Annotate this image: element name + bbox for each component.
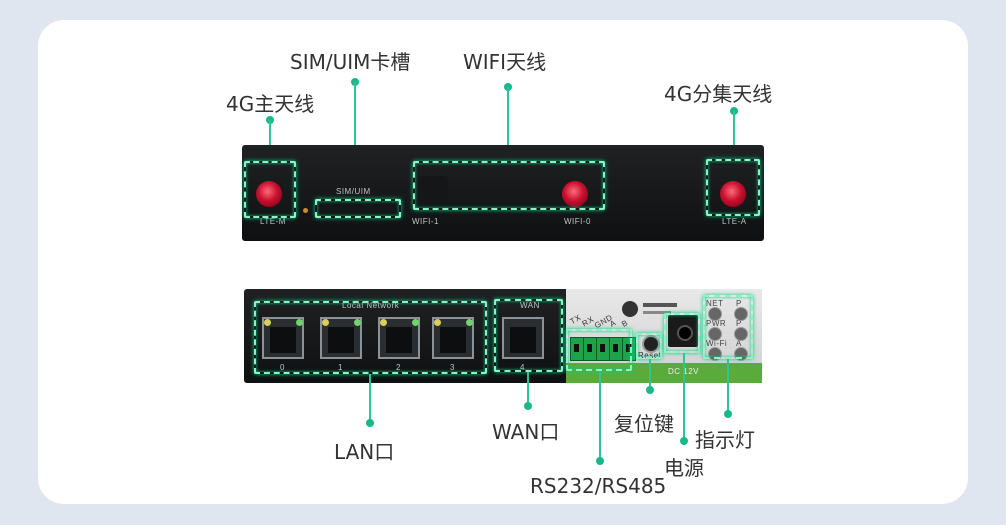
brand-logo-icon	[622, 301, 638, 317]
led-label-net: NET	[706, 299, 724, 308]
highlight-reset	[636, 333, 662, 359]
wan-text: WAN	[520, 301, 540, 310]
lan-number-0: 0	[280, 363, 285, 372]
highlight-indicator	[703, 295, 753, 359]
leader-line	[269, 120, 271, 162]
leader-line	[727, 359, 729, 415]
indicator-led	[734, 307, 748, 321]
leader-dot	[366, 419, 374, 427]
reset-button[interactable]	[642, 335, 660, 353]
port-led	[354, 319, 361, 326]
led-label-p1: P	[736, 299, 742, 308]
port-led	[264, 319, 271, 326]
label-wifi-antenna: WIFI天线	[463, 50, 547, 74]
leader-dot	[724, 410, 732, 418]
lan-number-1: 1	[338, 363, 343, 372]
port-led	[322, 319, 329, 326]
leader-line	[649, 359, 651, 391]
rear-panel-green-band	[566, 363, 762, 383]
lte-a-antenna-connector	[720, 181, 746, 207]
led-label-a: A	[736, 339, 742, 348]
label-lte-diversity: 4G分集天线	[664, 82, 773, 106]
led-label-p2: P	[736, 319, 742, 328]
wan-port-4	[502, 317, 544, 359]
highlight-rs232	[566, 329, 632, 371]
highlight-wifi	[413, 161, 605, 210]
indicator-led	[708, 327, 722, 341]
leader-line	[733, 111, 735, 160]
brand-name-mark	[643, 303, 677, 307]
label-wan: WAN口	[492, 420, 560, 444]
label-sim-slot: SIM/UIM卡槽	[290, 50, 411, 74]
port-led	[466, 319, 473, 326]
leader-line	[683, 353, 685, 441]
highlight-wan	[494, 299, 563, 372]
label-lan: LAN口	[334, 440, 395, 464]
lan-port-2	[378, 317, 420, 359]
lte-m-text: LTE-M	[260, 217, 286, 226]
port-led	[296, 319, 303, 326]
wifi-0-text: WIFI-0	[564, 217, 591, 226]
lte-main-antenna-connector	[256, 181, 282, 207]
dc-power-jack-socket	[677, 325, 693, 341]
leader-line	[527, 372, 529, 408]
indicator-led	[734, 327, 748, 341]
product-card	[38, 20, 968, 504]
brand-model-mark	[643, 311, 671, 314]
port-led	[434, 319, 441, 326]
leader-line	[599, 371, 601, 461]
leader-line	[354, 82, 356, 200]
led-label-pwr: PWR	[706, 319, 727, 328]
leader-dot	[646, 386, 654, 394]
label-power: 电源	[664, 456, 704, 480]
reset-text: Reset	[638, 351, 662, 360]
highlight-sim-slot	[315, 199, 401, 218]
leader-dot	[524, 402, 532, 410]
highlight-power	[664, 313, 700, 353]
label-rs232: RS232/RS485	[530, 474, 667, 498]
highlight-lte-main	[244, 161, 296, 218]
lan-number-3: 3	[450, 363, 455, 372]
wan-number-4: 4	[520, 363, 525, 372]
leader-dot	[680, 437, 688, 445]
leader-dot	[596, 457, 604, 465]
label-indicator: 指示灯	[695, 428, 755, 452]
indicator-led	[708, 307, 722, 321]
terminal-block-pin	[622, 337, 636, 361]
lte-a-text: LTE-A	[722, 217, 747, 226]
label-lte-main: 4G主天线	[226, 92, 315, 116]
wifi-0-antenna-connector	[562, 181, 588, 207]
local-network-text: Local Network	[342, 301, 400, 310]
label-reset: 复位键	[614, 412, 674, 436]
rear-panel: Local Network WAN 0 1 2 3 4 TX RX GND A …	[244, 289, 762, 383]
status-led	[303, 208, 308, 213]
port-led	[380, 319, 387, 326]
wifi-1-connector-cap	[418, 176, 448, 212]
leader-line	[369, 374, 371, 424]
wifi-1-text: WIFI-1	[412, 217, 439, 226]
sim-uim-text: SIM/UIM	[336, 187, 371, 196]
highlight-lte-diversity	[706, 159, 760, 216]
lan-port-1	[320, 317, 362, 359]
led-label-wifi: Wi-Fi	[706, 339, 728, 348]
lan-number-2: 2	[396, 363, 401, 372]
highlight-lan	[254, 301, 487, 374]
port-led	[412, 319, 419, 326]
leader-line	[507, 87, 509, 161]
